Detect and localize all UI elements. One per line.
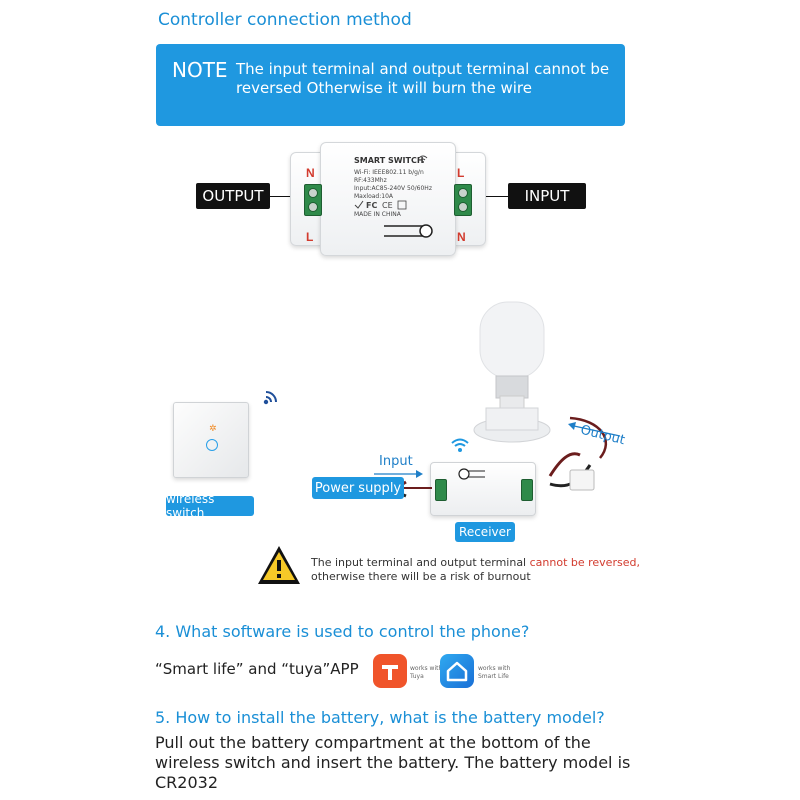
note-text: The input terminal and output terminal c…	[236, 60, 610, 97]
made-in-china: MADE IN CHINA	[354, 211, 401, 218]
output-label: OUTPUT	[196, 183, 270, 209]
svg-text:FC: FC	[366, 201, 377, 210]
left-terminal-block	[304, 184, 322, 216]
spec-rf: RF:433Mhz	[354, 177, 387, 184]
indicator-icon: ✲	[209, 423, 217, 433]
terminal-screw	[308, 188, 318, 198]
warning-icon	[258, 546, 300, 584]
warning-text-emphasis: cannot be reversed,	[529, 556, 640, 569]
receiver-wifi-icon	[451, 438, 469, 452]
input-connector-line	[474, 196, 510, 197]
touch-button-icon	[206, 439, 218, 451]
note-banner: NOTE The input terminal and output termi…	[156, 44, 625, 126]
spec-load: Maxload:10A	[354, 193, 393, 200]
right-l-polarity: L	[457, 166, 465, 180]
faq5-question: 5. How to install the battery, what is t…	[155, 708, 605, 727]
warning-text-start: The input terminal and output terminal	[311, 556, 530, 569]
smart-switch-top: N L L N SMART SWITCH Wi-Fi: IEEE802.11 b…	[290, 142, 486, 256]
output-connector-line	[268, 196, 302, 197]
certification-marks-icon: FC CE	[354, 200, 407, 210]
spec-input: Input:AC85-240V 50/60Hz	[354, 185, 432, 192]
tuya-caption-line2: Tuya	[410, 673, 424, 680]
receiver-device	[430, 462, 536, 516]
home-icon	[446, 661, 468, 682]
smart-life-caption-line2: Smart Life	[478, 673, 509, 680]
power-supply-label: Power supply	[312, 477, 404, 499]
left-l-polarity: L	[306, 230, 314, 244]
terminal-screw	[308, 202, 318, 212]
faq4-question: 4. What software is used to control the …	[155, 622, 530, 641]
terminal-screw	[458, 202, 468, 212]
spec-wifi: Wi-Fi: IEEE802.11 b/g/n	[354, 169, 424, 176]
faq4-answer: “Smart life” and “tuya”APP	[155, 660, 359, 678]
wiring-diagram-illustration	[395, 301, 607, 498]
wireless-switch-label: wireless switch	[166, 492, 254, 520]
tuya-app-icon	[373, 654, 407, 688]
input-label: INPUT	[508, 183, 586, 209]
right-terminal-block	[454, 184, 472, 216]
smart-life-caption-line1: works with	[478, 665, 511, 672]
note-word: NOTE	[172, 58, 228, 82]
warning-text: The input terminal and output terminal c…	[311, 556, 640, 584]
receiver-input-terminal	[435, 479, 447, 501]
smart-life-caption: works with Smart Life	[478, 665, 510, 681]
tuya-caption-line1: works with	[410, 665, 443, 672]
warning-text-end: otherwise there will be a risk of burnou…	[311, 570, 531, 583]
right-n-polarity: N	[457, 230, 466, 244]
input-arrow-icon	[374, 470, 423, 478]
receiver-output-terminal	[521, 479, 533, 501]
left-n-polarity: N	[306, 166, 315, 180]
wifi-signal-icon	[263, 391, 277, 405]
wireless-wall-switch: ✲	[173, 402, 249, 478]
faq5-answer: Pull out the battery compartment at the …	[155, 733, 631, 792]
svg-text:CE: CE	[382, 201, 393, 210]
input-arrow-label: Input	[379, 454, 413, 469]
section-title-connection: Controller connection method	[158, 10, 412, 30]
power-supply-connector	[404, 487, 432, 489]
receiver-label: Receiver	[455, 522, 515, 542]
receiver-pairing-icon	[458, 468, 485, 480]
output-arrow-icon	[568, 422, 621, 437]
terminal-screw	[458, 188, 468, 198]
device-title: SMART SWITCH	[354, 156, 424, 165]
smart-life-app-icon	[440, 654, 474, 688]
tuya-caption: works with Tuya	[410, 665, 442, 681]
tuya-logo-icon	[382, 665, 398, 680]
pairing-button-icon	[384, 224, 433, 238]
wifi-icon	[418, 155, 428, 163]
